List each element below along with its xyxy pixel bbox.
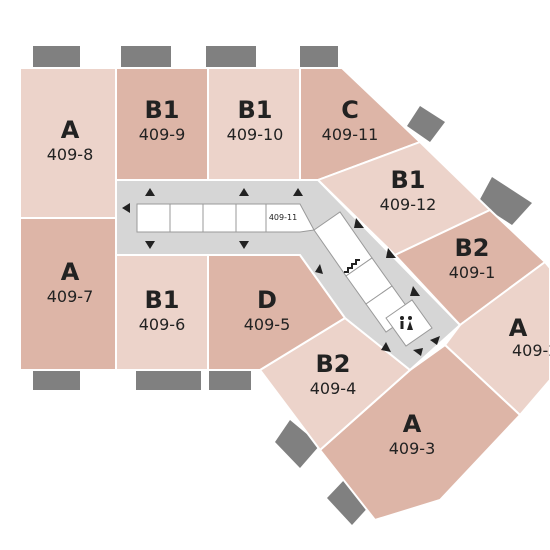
triangle-arrow-icon bbox=[122, 203, 130, 213]
triangle-arrow-icon bbox=[413, 348, 423, 356]
unit-number-409-1: 409-1 bbox=[449, 263, 496, 282]
balcony bbox=[121, 46, 171, 68]
storage-box bbox=[169, 203, 204, 233]
unit-number-409-7: 409-7 bbox=[47, 287, 94, 306]
balconies bbox=[33, 46, 532, 525]
triangle-arrow-icon bbox=[239, 188, 249, 196]
unit-number-409-12: 409-12 bbox=[380, 195, 437, 214]
triangle-arrow-icon bbox=[239, 241, 249, 249]
triangle-arrow-icon bbox=[410, 286, 420, 296]
unit-type-409-6: B1 bbox=[145, 286, 180, 314]
unit-number-409-2: 409-2 bbox=[512, 341, 550, 360]
triangle-arrow-icon bbox=[315, 264, 323, 274]
unit-type-409-5: D bbox=[257, 286, 277, 314]
balcony bbox=[478, 177, 532, 225]
storage-label: 409-11 bbox=[269, 213, 297, 222]
restroom-box bbox=[385, 299, 433, 347]
storage-box bbox=[136, 203, 171, 233]
unit-labels: A 409-8 B1 409-9 B1 409-10 C 409-11 B1 4… bbox=[47, 96, 550, 458]
unit-409-9[interactable] bbox=[115, 67, 209, 181]
balcony bbox=[33, 46, 80, 68]
unit-number-409-6: 409-6 bbox=[139, 315, 186, 334]
triangle-arrow-icon bbox=[354, 218, 364, 228]
corridor-arrows bbox=[122, 188, 440, 356]
balcony bbox=[33, 368, 80, 390]
unit-409-7[interactable] bbox=[19, 217, 117, 371]
balcony bbox=[300, 46, 338, 68]
balcony bbox=[209, 368, 251, 390]
triangle-arrow-icon bbox=[381, 342, 391, 352]
balcony bbox=[136, 368, 201, 390]
balcony bbox=[206, 46, 256, 68]
triangle-arrow-icon bbox=[386, 248, 396, 258]
storage-box bbox=[235, 203, 267, 233]
unit-type-409-7: A bbox=[61, 258, 80, 286]
unit-number-409-9: 409-9 bbox=[139, 125, 186, 144]
storage-box bbox=[202, 203, 237, 233]
unit-number-409-4: 409-4 bbox=[310, 379, 357, 398]
unit-type-409-4: B2 bbox=[316, 350, 351, 378]
triangle-arrow-icon bbox=[293, 188, 303, 196]
unit-type-409-8: A bbox=[61, 116, 80, 144]
unit-number-409-3: 409-3 bbox=[389, 439, 436, 458]
triangle-arrow-icon bbox=[145, 241, 155, 249]
unit-type-409-11: C bbox=[341, 96, 359, 124]
triangle-arrow-icon bbox=[430, 336, 440, 345]
unit-number-409-5: 409-5 bbox=[244, 315, 291, 334]
balcony bbox=[275, 420, 320, 468]
unit-number-409-8: 409-8 bbox=[47, 145, 94, 164]
restroom-icon bbox=[400, 316, 413, 330]
balcony bbox=[407, 106, 445, 142]
unit-type-409-1: B2 bbox=[455, 234, 490, 262]
storage-box-409-11 bbox=[265, 203, 315, 233]
unit-type-409-10: B1 bbox=[238, 96, 273, 124]
unit-type-409-3: A bbox=[403, 410, 422, 438]
unit-409-10[interactable] bbox=[207, 67, 301, 181]
unit-number-409-11: 409-11 bbox=[322, 125, 379, 144]
unit-type-409-9: B1 bbox=[145, 96, 180, 124]
unit-number-409-10: 409-10 bbox=[227, 125, 284, 144]
balcony bbox=[327, 478, 372, 525]
unit-type-409-12: B1 bbox=[391, 166, 426, 194]
triangle-arrow-icon bbox=[145, 188, 155, 196]
stairs-icon bbox=[344, 259, 360, 273]
unit-type-409-2: A bbox=[509, 314, 528, 342]
